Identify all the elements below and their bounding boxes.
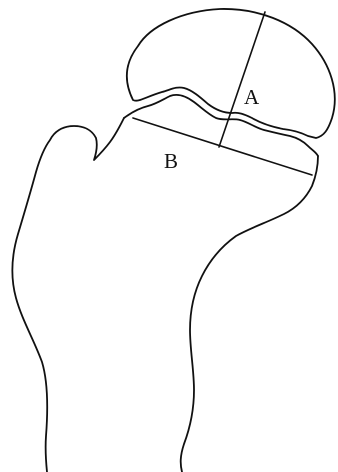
femur-lateral-outline [181,156,318,472]
line-a [219,12,265,147]
label-b: B [164,149,178,173]
femur-shaft-outline [12,118,124,472]
label-a: A [244,85,260,109]
line-b [133,118,312,175]
